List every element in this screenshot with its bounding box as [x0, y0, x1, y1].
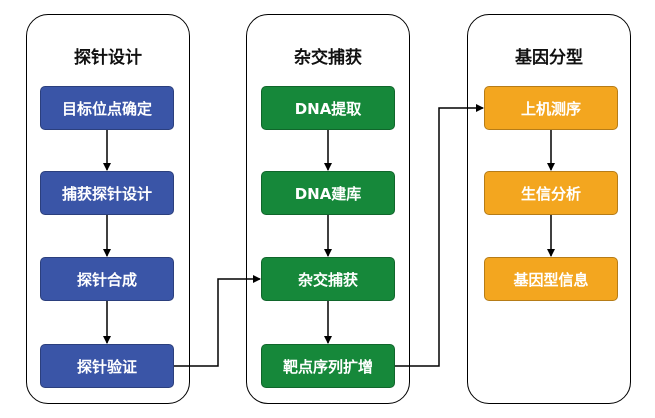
step-bioinformatics: 生信分析: [484, 171, 618, 215]
step-probe-design: 捕获探针设计: [40, 171, 174, 215]
step-dna-extraction: DNA提取: [261, 86, 395, 130]
step-probe-validation: 探针验证: [40, 344, 174, 388]
panel-title: 杂交捕获: [294, 48, 362, 68]
panel-title: 探针设计: [74, 48, 142, 68]
step-dna-library: DNA建库: [261, 171, 395, 215]
step-target-site: 目标位点确定: [40, 86, 174, 130]
step-target-amplification: 靶点序列扩增: [261, 344, 395, 388]
step-probe-synthesis: 探针合成: [40, 257, 174, 301]
step-sequencing: 上机测序: [484, 86, 618, 130]
step-genotype-info: 基因型信息: [484, 257, 618, 301]
panel-title: 基因分型: [515, 48, 583, 68]
step-hybrid-capture: 杂交捕获: [261, 257, 395, 301]
